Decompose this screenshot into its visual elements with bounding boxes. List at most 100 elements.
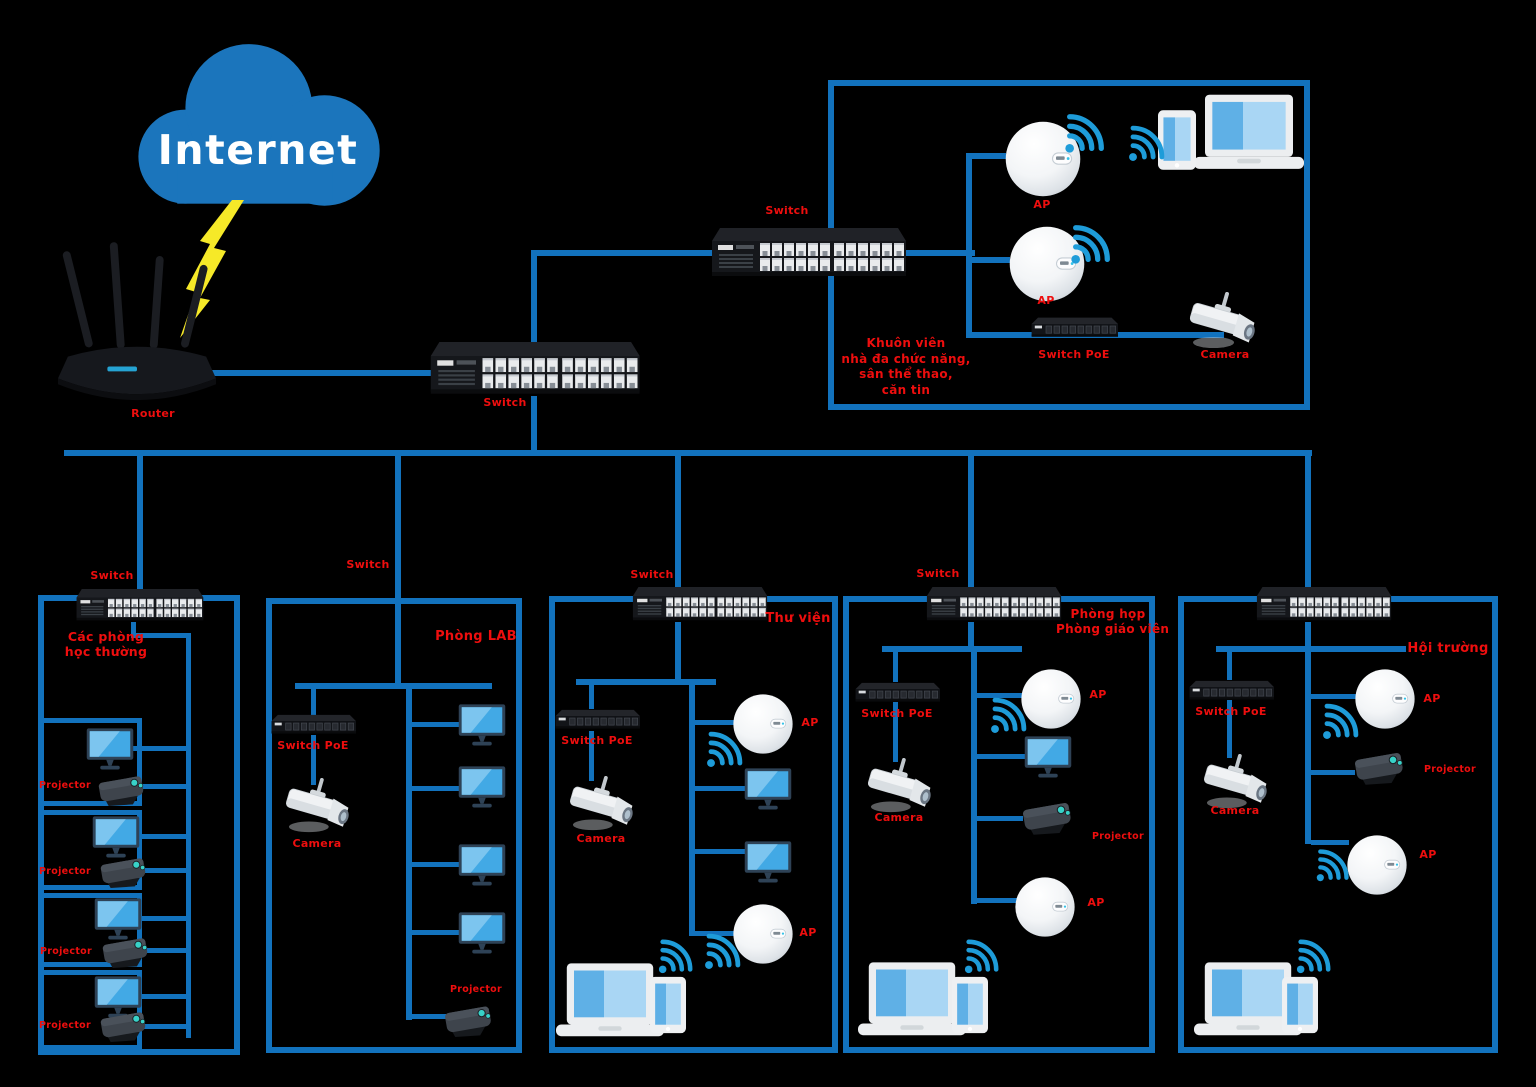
hall-zone-label: Hội trường xyxy=(1407,641,1489,656)
desktop-monitor-device xyxy=(458,704,506,748)
drop-lab xyxy=(395,456,401,688)
ap-label: AP xyxy=(799,926,817,939)
link-line xyxy=(412,1014,446,1019)
access-switch-device xyxy=(72,589,204,623)
meeting-zone-line: Phòng giáo viên xyxy=(1056,622,1170,636)
link-line xyxy=(412,786,460,791)
classrooms-zone-line: Các phòng xyxy=(67,629,145,644)
bus-line xyxy=(64,450,1312,456)
classroom-unit-box xyxy=(38,810,142,890)
link-line xyxy=(186,633,191,1038)
link-line xyxy=(971,646,977,904)
laptop-device xyxy=(1194,94,1304,174)
link-line xyxy=(1227,646,1232,680)
library-zone-label: Thư viện xyxy=(765,611,831,626)
wifi-signal-icon xyxy=(702,930,744,972)
link-line xyxy=(968,622,974,650)
link-line xyxy=(695,786,747,791)
meeting-zone-label: Phòng họp Phòng giáo viên xyxy=(1056,607,1170,637)
projector-device xyxy=(98,1006,154,1043)
campus-zone-line: sân thể thao, xyxy=(859,367,953,381)
camera-label: Camera xyxy=(1200,348,1250,361)
core-switch-device xyxy=(424,342,640,398)
ap-label: AP xyxy=(1419,848,1437,861)
link-line xyxy=(966,153,972,338)
switch-label: Switch xyxy=(916,567,960,580)
link-line xyxy=(695,931,735,936)
poe-switch-label: Switch PoE xyxy=(861,707,933,720)
wifi-signal-icon xyxy=(962,936,1002,976)
link-line xyxy=(128,868,186,873)
link-line xyxy=(1305,646,1311,844)
link-line xyxy=(689,679,695,936)
projector-label: Projector xyxy=(450,984,502,995)
link-line xyxy=(1311,840,1349,845)
poe-switch-label: Switch PoE xyxy=(561,734,633,747)
link-line xyxy=(977,754,1027,759)
tablet-device xyxy=(952,976,988,1034)
link-line xyxy=(311,735,316,785)
router-label: Router xyxy=(131,407,175,420)
campus-switch-label: Switch xyxy=(765,204,809,217)
access-point-device xyxy=(1346,834,1408,896)
link-core-up xyxy=(531,250,537,348)
ap-label: AP xyxy=(1037,294,1055,307)
link-line xyxy=(589,731,594,781)
link-line xyxy=(695,720,735,725)
campus-zone-line: Khuôn viên xyxy=(866,336,946,350)
desktop-monitor-device xyxy=(458,766,506,810)
core-switch-label: Switch xyxy=(483,396,527,409)
link-line xyxy=(412,722,460,727)
switch-label: Switch xyxy=(90,569,134,582)
projector-label: Projector xyxy=(39,780,91,791)
classroom-unit-box xyxy=(38,893,142,967)
desktop-monitor-device xyxy=(744,841,792,885)
poe-switch-device xyxy=(1188,677,1274,705)
switch-label: Switch xyxy=(346,558,390,571)
link-line xyxy=(977,693,1023,698)
projector-device xyxy=(96,770,152,807)
link-line xyxy=(311,683,316,715)
ip-camera-device xyxy=(864,758,936,816)
link-line xyxy=(893,250,975,256)
drop-classrooms xyxy=(137,456,143,593)
link-core-campus-switch xyxy=(531,250,713,256)
projector-device xyxy=(98,852,154,889)
router-device xyxy=(58,242,216,410)
link-router-core xyxy=(210,370,432,376)
classroom-unit-box xyxy=(38,718,142,806)
wifi-signal-icon xyxy=(1062,110,1108,156)
wifi-signal-icon xyxy=(1294,936,1334,976)
wifi-signal-icon xyxy=(656,936,696,976)
link-line xyxy=(128,746,186,751)
link-line xyxy=(1216,646,1406,652)
campus-zone-label: Khuôn viên nhà đa chức năng, sân thể tha… xyxy=(834,336,978,398)
internet-cloud xyxy=(138,44,380,206)
link-line xyxy=(972,257,1010,263)
poe-switch-label: Switch PoE xyxy=(1195,705,1267,718)
campus-zone-line: căn tin xyxy=(881,382,931,397)
access-switch-device xyxy=(628,587,768,623)
link-line xyxy=(128,1024,186,1029)
desktop-monitor-device xyxy=(458,912,506,956)
ap-label: AP xyxy=(1089,688,1107,701)
link-line xyxy=(589,679,594,709)
lab-zone-label: Phòng LAB xyxy=(435,629,517,644)
access-point-device xyxy=(1354,668,1416,730)
projector-label: Projector xyxy=(39,1020,91,1031)
link-line xyxy=(295,683,492,689)
ap-label: AP xyxy=(801,716,819,729)
poe-switch-device xyxy=(554,706,640,734)
classrooms-zone-label: Các phòng học thường xyxy=(46,629,166,659)
link-line xyxy=(131,622,136,638)
meeting-zone-line: Phòng họp xyxy=(1070,607,1146,621)
link-line xyxy=(406,683,412,1020)
switch-label: Switch xyxy=(630,568,674,581)
link-line xyxy=(893,646,898,682)
projector-device xyxy=(100,932,156,969)
poe-switch-label: Switch PoE xyxy=(1038,348,1110,361)
desktop-monitor-device xyxy=(744,768,792,812)
link-line xyxy=(128,834,186,839)
access-point-device xyxy=(1014,876,1076,938)
link-line xyxy=(977,898,1017,903)
